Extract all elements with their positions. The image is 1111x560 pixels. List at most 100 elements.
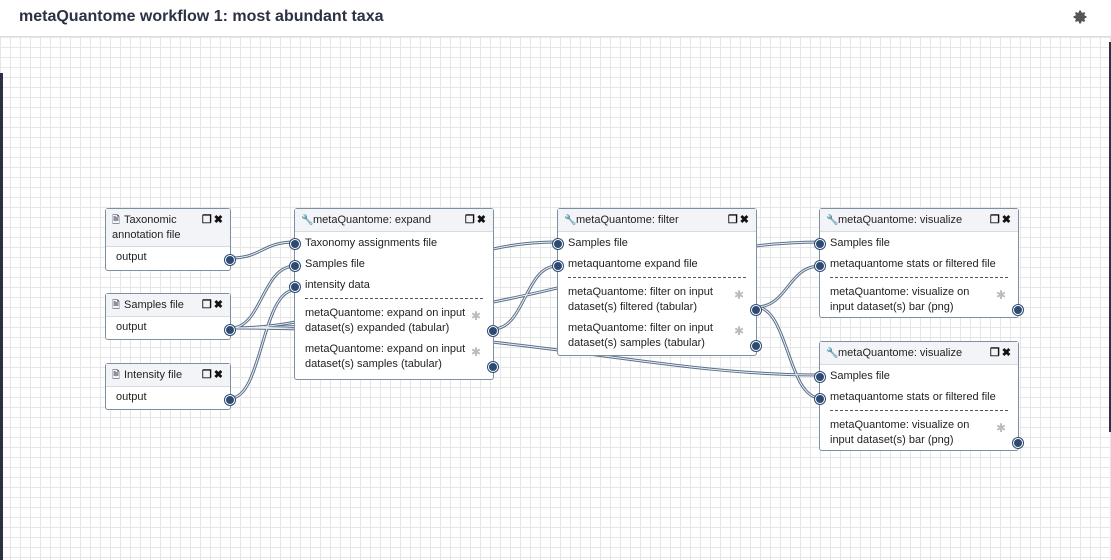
asterisk-icon[interactable]: ✱: [470, 309, 481, 323]
asterisk-icon[interactable]: ✱: [470, 345, 481, 359]
output-terminal[interactable]: [225, 395, 235, 405]
output-terminal[interactable]: [1013, 305, 1023, 315]
output-label: metaQuantome: filter on input dataset(s)…: [568, 322, 713, 349]
input-terminal[interactable]: [815, 394, 825, 404]
input-label: metaquantome stats or filtered file: [830, 258, 996, 270]
file-icon: 🗎: [112, 215, 121, 226]
copy-icon[interactable]: ❐: [989, 347, 1002, 359]
node-output: metaQuantome: expand on input dataset(s)…: [295, 303, 498, 339]
node-header[interactable]: 🗎Taxonomic annotation file ❐✖: [106, 209, 230, 247]
copy-icon[interactable]: ❐: [201, 369, 214, 381]
node-output: metaQuantome: visualize on input dataset…: [820, 282, 1023, 318]
output-terminal[interactable]: [751, 305, 761, 315]
close-icon[interactable]: ✖: [213, 299, 225, 311]
node-header[interactable]: 🔧metaQuantome: expand ❐✖: [295, 209, 493, 232]
close-icon[interactable]: ✖: [1001, 214, 1013, 226]
close-icon[interactable]: ✖: [213, 369, 225, 381]
node-output: output: [106, 387, 235, 408]
copy-icon[interactable]: ❐: [989, 214, 1002, 226]
node-divider: [568, 277, 746, 278]
input-label: metaquantome expand file: [568, 258, 698, 270]
output-terminal[interactable]: [751, 341, 761, 351]
node-divider: [830, 410, 1008, 411]
output-label: metaQuantome: visualize on input dataset…: [830, 286, 970, 313]
copy-icon[interactable]: ❐: [727, 214, 740, 226]
node-title: metaQuantome: visualize: [838, 214, 963, 226]
close-icon[interactable]: ✖: [1001, 347, 1013, 359]
node-taxonomic-annotation-file[interactable]: 🗎Taxonomic annotation file ❐✖ output: [105, 208, 235, 271]
node-input: Samples file: [815, 365, 1018, 387]
node-metaquantome-filter[interactable]: 🔧metaQuantome: filter ❐✖ Samples file me…: [553, 208, 761, 356]
file-icon: 🗎: [112, 300, 121, 311]
node-input: Samples file: [815, 232, 1018, 254]
node-divider: [830, 277, 1008, 278]
input-terminal[interactable]: [815, 239, 825, 249]
node-output: metaQuantome: visualize on input dataset…: [820, 415, 1023, 451]
output-label: metaQuantome: filter on input dataset(s)…: [568, 286, 713, 313]
output-label: metaQuantome: visualize on input dataset…: [830, 419, 970, 446]
input-terminal[interactable]: [553, 261, 563, 271]
input-terminal[interactable]: [290, 261, 300, 271]
output-terminal[interactable]: [225, 255, 235, 265]
node-output: metaQuantome: filter on input dataset(s)…: [558, 318, 761, 354]
node-samples-file[interactable]: 🗎Samples file ❐✖ output: [105, 293, 235, 340]
copy-icon[interactable]: ❐: [201, 299, 214, 311]
node-output: metaQuantome: filter on input dataset(s)…: [558, 282, 761, 318]
node-header[interactable]: 🗎Samples file ❐✖: [106, 294, 230, 317]
output-terminal[interactable]: [488, 362, 498, 372]
node-divider: [305, 298, 483, 299]
node-input: metaquantome stats or filtered file: [815, 254, 1018, 275]
wrench-icon: 🔧: [301, 215, 314, 226]
output-terminal[interactable]: [1013, 438, 1023, 448]
input-label: Samples file: [568, 237, 628, 249]
input-terminal[interactable]: [553, 239, 563, 249]
copy-icon[interactable]: ❐: [201, 214, 214, 226]
node-title: metaQuantome: filter: [576, 214, 679, 226]
input-terminal[interactable]: [815, 261, 825, 271]
node-input: Samples file: [290, 254, 493, 275]
output-label: output: [116, 391, 147, 403]
node-intensity-file[interactable]: 🗎Intensity file ❐✖ output: [105, 363, 235, 410]
input-label: Samples file: [305, 258, 365, 270]
input-label: Samples file: [830, 370, 890, 382]
node-header[interactable]: 🔧metaQuantome: visualize ❐✖: [820, 209, 1018, 232]
wrench-icon: 🔧: [826, 348, 839, 359]
node-input: metaquantome stats or filtered file: [815, 387, 1018, 408]
copy-icon[interactable]: ❐: [464, 214, 477, 226]
input-terminal[interactable]: [815, 372, 825, 382]
asterisk-icon[interactable]: ✱: [733, 324, 744, 338]
input-terminal[interactable]: [290, 239, 300, 249]
close-icon[interactable]: ✖: [476, 214, 488, 226]
right-scrollbar[interactable]: [1109, 42, 1111, 432]
node-input: Taxonomy assignments file: [290, 232, 493, 254]
node-metaquantome-visualize-1[interactable]: 🔧metaQuantome: visualize ❐✖ Samples file…: [815, 208, 1023, 318]
node-header[interactable]: 🗎Intensity file ❐✖: [106, 364, 230, 387]
node-title: Samples file: [124, 299, 184, 311]
left-panel-edge[interactable]: [0, 73, 3, 560]
output-label: metaQuantome: expand on input dataset(s)…: [305, 307, 466, 334]
file-icon: 🗎: [112, 370, 121, 381]
node-metaquantome-expand[interactable]: 🔧metaQuantome: expand ❐✖ Taxonomy assign…: [290, 208, 498, 380]
close-icon[interactable]: ✖: [739, 214, 751, 226]
wrench-icon: 🔧: [826, 215, 839, 226]
node-output: output: [106, 317, 235, 338]
node-output: metaQuantome: expand on input dataset(s)…: [295, 339, 498, 375]
node-metaquantome-visualize-2[interactable]: 🔧metaQuantome: visualize ❐✖ Samples file…: [815, 341, 1023, 451]
asterisk-icon[interactable]: ✱: [995, 288, 1006, 302]
close-icon[interactable]: ✖: [213, 214, 225, 226]
node-input: Samples file: [553, 232, 756, 254]
node-header[interactable]: 🔧metaQuantome: visualize ❐✖: [820, 342, 1018, 365]
workflow-header: metaQuantome workflow 1: most abundant t…: [0, 0, 1111, 37]
input-terminal[interactable]: [290, 282, 300, 292]
output-terminal[interactable]: [225, 325, 235, 335]
node-title: metaQuantome: visualize: [838, 347, 963, 359]
page-title: metaQuantome workflow 1: most abundant t…: [19, 8, 384, 25]
input-label: intensity data: [305, 279, 370, 291]
asterisk-icon[interactable]: ✱: [733, 288, 744, 302]
gear-icon[interactable]: [1072, 9, 1088, 25]
output-terminal[interactable]: [488, 326, 498, 336]
node-header[interactable]: 🔧metaQuantome: filter ❐✖: [558, 209, 756, 232]
asterisk-icon[interactable]: ✱: [995, 421, 1006, 435]
output-label: metaQuantome: expand on input dataset(s)…: [305, 343, 466, 370]
node-output: output: [106, 247, 235, 268]
